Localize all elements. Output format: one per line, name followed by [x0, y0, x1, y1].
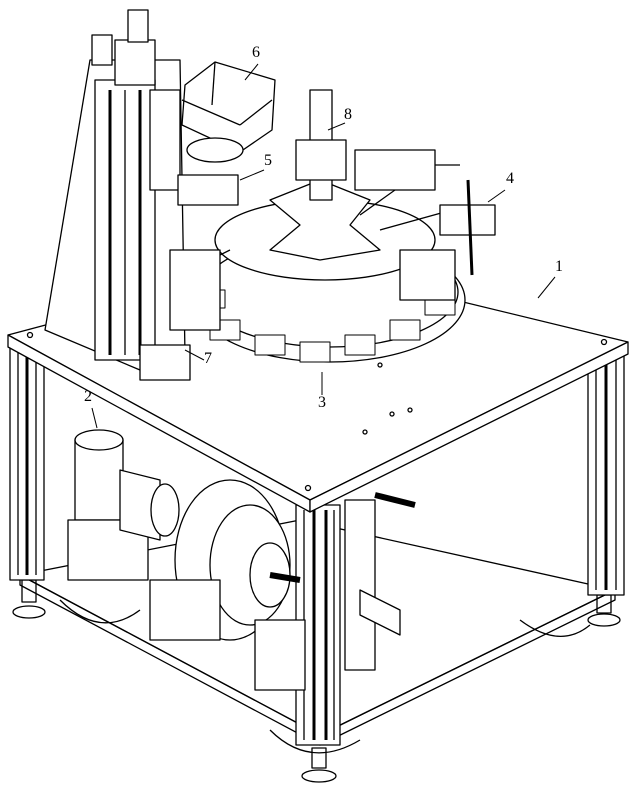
- label-8: 8: [344, 106, 352, 123]
- lift-column: [44, 9, 191, 381]
- leveling-feet: [12, 579, 621, 783]
- label-5: 5: [264, 152, 272, 169]
- label-3: 3: [318, 394, 326, 411]
- label-1: 1: [555, 258, 563, 275]
- label-7: 7: [204, 350, 212, 367]
- label-4: 4: [506, 170, 514, 187]
- turntable: [169, 89, 496, 363]
- leader-lines: [91, 63, 556, 429]
- label-6: 6: [252, 44, 260, 61]
- label-2: 2: [84, 388, 92, 405]
- camera-box: [181, 61, 276, 163]
- motor-assembly: [67, 429, 416, 691]
